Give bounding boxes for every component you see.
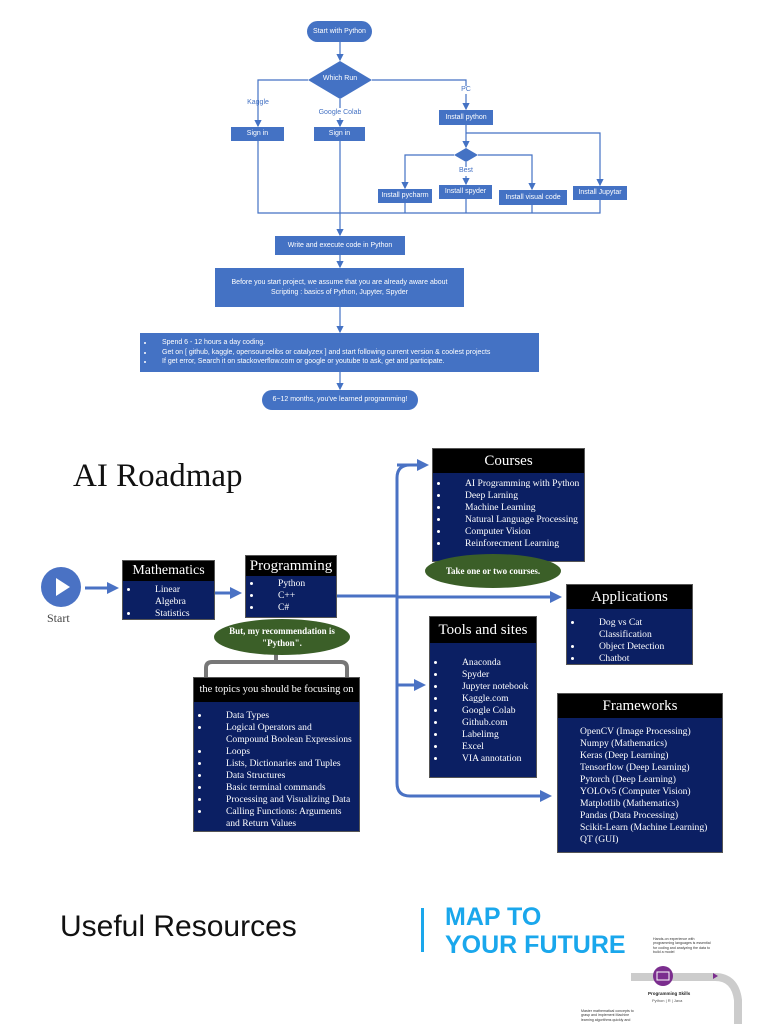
list-item: Machine Learning [449,502,580,514]
list-item: Computer Vision [449,526,580,538]
topics-box: the topics you should be focusing on Dat… [193,677,360,832]
recommendation-cloud: But, my recommendation is "Python". [214,619,350,655]
install-spyder: Install spyder [439,185,492,199]
list-item: Spyder [446,669,532,681]
write-code-node: Write and execute code in Python [275,236,405,255]
list-item: Pandas (Data Processing) [564,810,718,822]
install-vscode: Install visual code [499,190,567,205]
start-label: Start [47,611,70,625]
list-item: Object Detection [583,641,688,653]
frameworks-box: Frameworks OpenCV (Image Processing) Num… [557,693,723,853]
list-item: Natural Language Processing [449,514,580,526]
list-item: Labelimg [446,729,532,741]
map-to-your-future-logo: MAP TO YOUR FUTURE [445,903,626,959]
list-item: Deep Larning [449,490,580,502]
list-item: Excel [446,741,532,753]
list-item: Python [262,578,332,590]
mathematics-box: Mathematics Linear AlgebraStatisticsCalc… [122,560,215,631]
install-jupyter: Install Jupytar [573,186,627,200]
list-item: Matplotlib (Mathematics) [564,798,718,810]
list-item: Google Colab [446,705,532,717]
courses-note-cloud: Take one or two courses. [425,554,561,588]
logo-line-1: MAP TO [445,903,542,931]
list-item: Hand-drawn Recognition [583,665,688,689]
programming-box: Programming PythonC++C# [245,555,337,618]
skill-note-bottom: Master mathematical concepts to grasp an… [581,1009,634,1022]
list-item: Data Types [210,710,355,722]
list-item: Jupyter notebook [446,681,532,693]
sign-in-colab: Sign in [314,127,365,141]
tools-box: Tools and sites Anaconda Spyder Jupyter … [429,616,537,778]
list-item: Data Structures [210,770,355,782]
choice-diamond [454,148,478,162]
skill-subtitle: Python | R | Java [652,998,683,1003]
tip-item: If get error, Search it on stackoverflow… [154,357,539,366]
branch-pc-label: PC [461,86,471,93]
sign-in-kaggle: Sign in [231,127,284,141]
topics-title: the topics you should be focusing on [194,678,359,702]
roadmap-title: AI Roadmap [73,458,243,494]
applications-box: Applications Dog vs Cat Classification O… [566,584,693,688]
branch-colab-label: Google Colab [318,109,362,116]
install-python: Install python [439,110,493,125]
logo-line-2: YOUR FUTURE [445,931,626,959]
courses-title: Courses [433,449,584,473]
decision-diamond [308,61,372,99]
list-item: C++ [262,590,332,602]
list-item: Loops [210,746,355,758]
list-item: Scikit-Learn (Machine Learning) [564,822,718,834]
list-item: Statistics [139,608,210,620]
install-pycharm: Install pycharm [378,189,432,203]
frameworks-title: Frameworks [558,694,722,718]
tools-title: Tools and sites [430,617,536,643]
list-item: Logical Operators and Compound Boolean E… [210,722,355,746]
tip-item: Get on [ github, kaggle, opensourcelibs … [154,348,539,357]
start-node: Start with Python [307,21,372,42]
code-window-icon [653,966,673,986]
end-node: 6~12 months, you've learned programming! [262,390,418,410]
tip-item: Spend 6 - 12 hours a day coding. [154,338,539,347]
list-item: Dog vs Cat Classification [583,617,688,641]
skill-note-top: Hands-on experience with programming lan… [653,937,711,955]
mathematics-title: Mathematics [123,561,214,581]
branch-kaggle-label: Kaggle [247,99,269,106]
courses-box: Courses AI Programming with Python Deep … [432,448,585,562]
list-item: Anaconda [446,657,532,669]
list-item: AI Programming with Python [449,478,580,490]
applications-title: Applications [567,585,692,609]
roadmap-path-graphic [631,966,742,1024]
list-item: Pytorch (Deep Learning) [564,774,718,786]
play-start-icon [41,567,81,607]
list-item: Github.com [446,717,532,729]
list-item: Calling Functions: Arguments and Return … [210,806,355,830]
programming-title: Programming [246,556,336,576]
list-item: OpenCV (Image Processing) [564,726,718,738]
list-item: Linear Algebra [139,584,210,608]
list-item: C# [262,602,332,614]
skill-title: Programming Skills [648,991,691,996]
assumption-node: Before you start project, we assume that… [215,268,464,307]
list-item: QT (GUI) [564,834,718,846]
list-item: Kaggle.com [446,693,532,705]
assumption-line-2: Scripting : basics of Python, Jupyter, S… [271,288,408,296]
decision-label: Which Run [322,75,358,82]
list-item: Numpy (Mathematics) [564,738,718,750]
list-item: Keras (Deep Learning) [564,750,718,762]
assumption-line-1: Before you start project, we assume that… [231,279,448,287]
list-item: Chatbot [583,653,688,665]
resources-title: Useful Resources [60,910,297,943]
list-item: Basic terminal commands [210,782,355,794]
list-item: Lists, Dictionaries and Tuples [210,758,355,770]
list-item: Reinforecment Learning [449,538,580,550]
list-item: Calculus [139,620,210,632]
list-item: Tensorflow (Deep Learning) [564,762,718,774]
logo-bar [421,908,424,952]
list-item: Processing and Visualizing Data [210,794,355,806]
list-item: VIA annotation [446,753,532,765]
tips-node: Spend 6 - 12 hours a day coding. Get on … [140,333,539,372]
best-label: Best [458,167,474,174]
list-item: YOLOv5 (Computer Vision) [564,786,718,798]
